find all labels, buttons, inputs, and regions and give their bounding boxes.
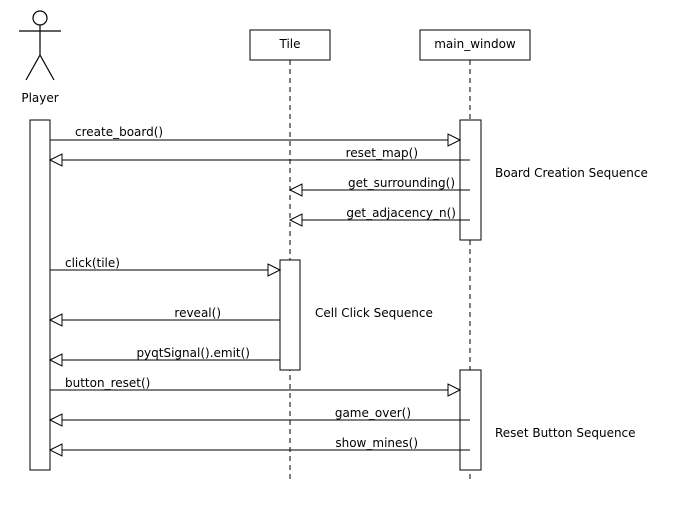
message-label: show_mines() xyxy=(335,436,418,450)
message-label: game_over() xyxy=(335,406,411,420)
message-label: get_adjacency_n() xyxy=(346,206,456,220)
message-label: button_reset() xyxy=(65,376,150,390)
main-window-participant-box xyxy=(419,29,531,61)
tile-participant-box xyxy=(249,29,331,61)
message-label: click(tile) xyxy=(65,256,120,270)
message-label: reset_map() xyxy=(346,146,418,160)
message-button-reset: button_reset() xyxy=(50,376,462,397)
message-pyqtsignal-emit: pyqtSignal().emit() xyxy=(48,346,280,367)
sequence-label-cell-click: Cell Click Sequence xyxy=(315,306,433,320)
player-label: Player xyxy=(21,91,58,105)
main-window-label: main_window xyxy=(434,37,516,51)
message-label: get_surrounding() xyxy=(348,176,455,190)
tile-label: Tile xyxy=(278,37,300,51)
player-activation-bar xyxy=(29,119,51,471)
message-label: reveal() xyxy=(174,306,221,320)
sequence-label-reset-button: Reset Button Sequence xyxy=(495,426,636,440)
tile-activation-click xyxy=(279,259,301,371)
message-game-over: game_over() xyxy=(48,406,470,427)
message-get-adjacency-n: get_adjacency_n() xyxy=(288,206,470,227)
message-get-surrounding: get_surrounding() xyxy=(288,176,470,197)
message-label: pyqtSignal().emit() xyxy=(136,346,250,360)
message-reset-map: reset_map() xyxy=(48,146,470,167)
message-label: create_board() xyxy=(75,125,163,139)
sequence-label-board-creation: Board Creation Sequence xyxy=(495,166,648,180)
message-create-board: create_board() xyxy=(50,125,462,147)
main-window-activation-board xyxy=(459,119,482,241)
player-actor-icon xyxy=(19,10,61,81)
message-reveal: reveal() xyxy=(48,306,280,327)
message-click-tile: click(tile) xyxy=(50,256,282,277)
message-show-mines: show_mines() xyxy=(48,436,470,457)
